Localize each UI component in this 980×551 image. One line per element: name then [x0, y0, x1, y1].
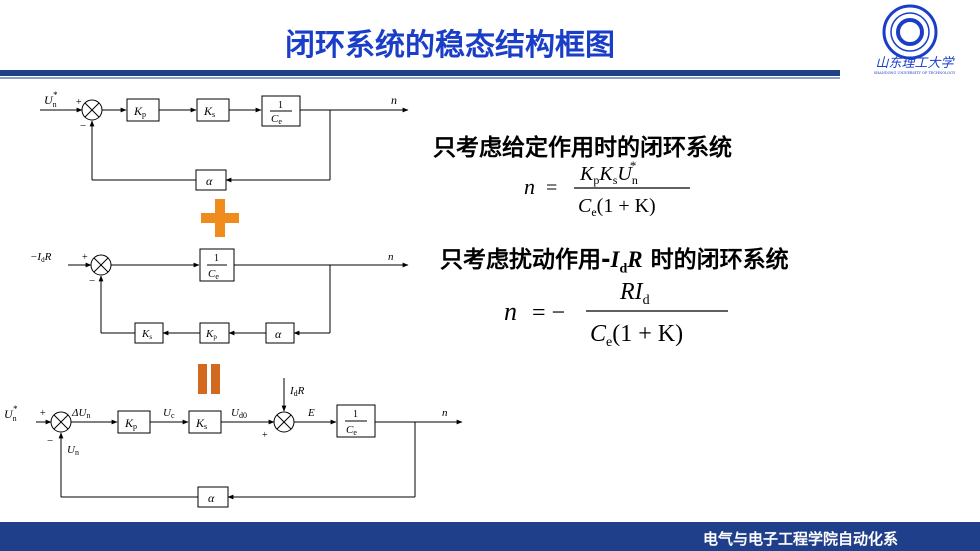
- university-logo: [882, 4, 938, 60]
- d2-plus: +: [82, 252, 88, 263]
- diagram-1: [40, 95, 409, 191]
- d3-e-label: E: [307, 407, 315, 419]
- diagram-3: [36, 378, 463, 508]
- heading-disturbance-prefix: 只考虑扰动作用-: [440, 247, 611, 273]
- d3-ud0-label: Ud0: [231, 407, 247, 420]
- f2-numerator: RId: [619, 279, 650, 308]
- d1-minus: −: [80, 120, 86, 132]
- f2-lhs: n: [504, 297, 517, 326]
- f1-eq: =: [546, 177, 557, 199]
- d2-alpha-label: α: [275, 327, 282, 341]
- d2-kp-label: Kp: [205, 328, 217, 341]
- diagram-2: [68, 248, 409, 344]
- f2-denominator: Ce(1 + K): [590, 321, 683, 350]
- d3-output: n: [442, 407, 448, 419]
- d3-fb-label: Un: [67, 444, 79, 457]
- d3-plus-b: +: [262, 430, 268, 441]
- d1-output: n: [391, 93, 397, 107]
- plus-sign: [201, 199, 239, 237]
- d3-ks-label: Ks: [195, 416, 207, 431]
- d3-gain-den: Ce: [346, 424, 357, 437]
- university-name-en: SHANDONG UNIVERSITY OF TECHNOLOGY: [873, 71, 956, 75]
- header-bar: [0, 70, 840, 76]
- university-name: 山东理工大学 SHANDONG UNIVERSITY OF TECHNOLOGY: [852, 52, 977, 75]
- d2-input: −IdR: [30, 251, 52, 264]
- d2-gain-num: 1: [214, 253, 219, 264]
- d3-feedback-label: α: [208, 491, 215, 505]
- gain-block-3: [336, 404, 376, 438]
- d3-input: Un*: [4, 404, 18, 423]
- d1-kp-label: Kp: [133, 104, 146, 119]
- d1-plus: +: [76, 97, 82, 108]
- heading-disturbance: 只考虑扰动作用-IdR 时的闭环系统: [440, 240, 789, 278]
- d3-minus-a: −: [47, 435, 53, 447]
- d3-gain-num: 1: [353, 409, 358, 420]
- d1-ks-label: Ks: [203, 104, 215, 119]
- footer-bar: 电气与电子工程学院自动化系: [0, 522, 980, 551]
- d3-delta-label: ΔUn: [71, 407, 90, 420]
- formula-disturbance: n = − RId Ce(1 + K): [504, 279, 728, 350]
- d1-gain-den: Ce: [271, 113, 282, 126]
- slide-title: 闭环系统的稳态结构框图: [285, 28, 615, 63]
- d2-minus: −: [89, 275, 95, 287]
- d3-uc-label: Uc: [163, 407, 175, 420]
- gain-block-1: [261, 95, 301, 127]
- university-name-cn: 山东理工大学: [875, 56, 954, 71]
- f1-numerator: KpKsUn*: [579, 158, 638, 187]
- heading-disturbance-var: IdR: [610, 247, 643, 277]
- f1-denominator: Ce(1 + K): [578, 195, 656, 219]
- d2-ks-label: Ks: [141, 328, 152, 341]
- heading-reference: 只考虑给定作用时的闭环系统: [433, 135, 732, 161]
- heading-disturbance-suffix: 时的闭环系统: [642, 247, 789, 273]
- f1-lhs: n: [524, 174, 535, 199]
- d2-output: n: [388, 251, 394, 263]
- d1-input: Un*: [44, 90, 58, 109]
- block-diagrams: Un* + − Kp Ks 1 Ce n α −IdR + − 1 Ce n K…: [4, 90, 463, 508]
- d2-gain-den: Ce: [208, 268, 219, 281]
- d3-dist-label: IdR: [289, 385, 305, 398]
- footer-text: 电气与电子工程学院自动化系: [702, 530, 898, 548]
- d1-gain-num: 1: [278, 100, 283, 111]
- header-bar-thin: [0, 77, 840, 79]
- formula-reference: n = KpKsUn* Ce(1 + K): [524, 158, 690, 219]
- equals-sign: [198, 364, 220, 394]
- d3-kp-label: Kp: [124, 416, 137, 431]
- f2-eq: = −: [532, 300, 565, 326]
- d3-plus-a: +: [40, 408, 46, 419]
- d1-feedback-label: α: [206, 174, 213, 188]
